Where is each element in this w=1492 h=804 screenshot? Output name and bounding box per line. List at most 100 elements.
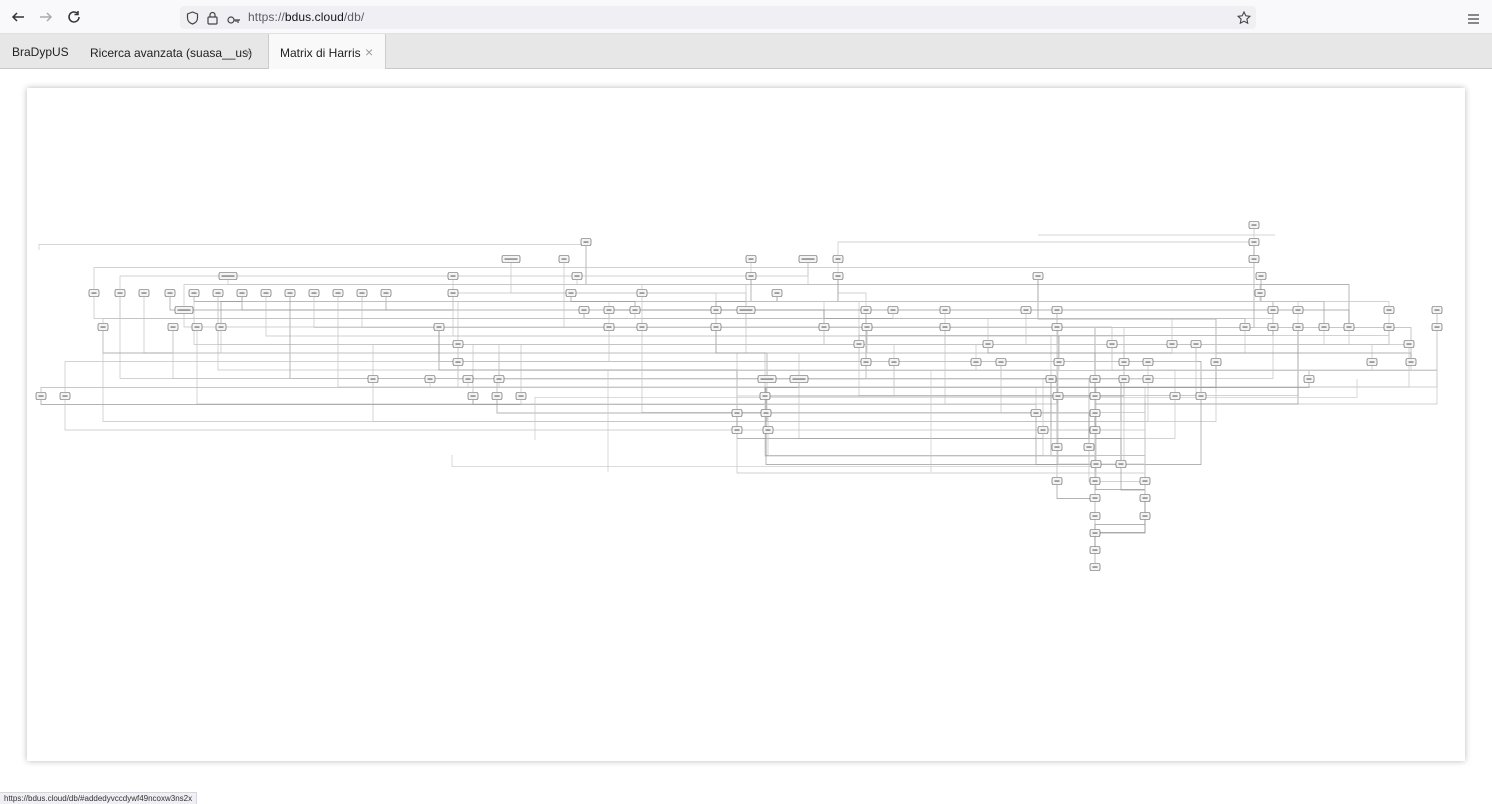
us-node-label	[1086, 446, 1092, 448]
matrix-edge	[496, 366, 1149, 392]
matrix-edge	[715, 331, 768, 375]
status-bar-link: https://bdus.cloud/db/#addedyvccdywf49nc…	[0, 792, 198, 804]
us-node-label	[1055, 395, 1061, 397]
us-node-label	[1406, 343, 1412, 345]
us-node-label	[1054, 446, 1060, 448]
us-node-label	[1258, 275, 1264, 277]
us-node-label	[765, 429, 771, 431]
us-node-label	[801, 258, 815, 260]
matrix-edge	[1094, 502, 1146, 563]
matrix-edge	[452, 297, 1052, 375]
matrix-edge	[520, 400, 1037, 409]
matrix-edge	[608, 314, 825, 323]
us-node-label	[581, 309, 587, 311]
matrix-edge	[451, 455, 1097, 468]
tab-matrix-di-harris[interactable]: Matrix di Harris ×	[268, 34, 386, 70]
matrix-edge	[576, 280, 643, 289]
us-node-label	[863, 309, 869, 311]
matrix-edge	[736, 348, 1410, 426]
us-node-label	[91, 292, 97, 294]
matrix-edge	[607, 327, 1438, 472]
us-node-label	[1092, 515, 1098, 517]
matrix-edge	[1042, 434, 1058, 443]
back-arrow-icon[interactable]	[9, 8, 27, 26]
matrix-edge	[1088, 434, 1096, 443]
us-node-label	[1142, 480, 1148, 482]
matrix-edge	[745, 297, 1261, 306]
close-icon[interactable]: ×	[244, 44, 253, 60]
us-node-label	[734, 412, 740, 414]
matrix-edge	[64, 400, 1122, 460]
us-node-label	[942, 309, 948, 311]
matrix-edge	[40, 383, 469, 392]
matrix-edge	[102, 314, 636, 323]
us-node-label	[1092, 480, 1098, 482]
matrix-edge	[766, 383, 1122, 460]
us-node-label	[891, 361, 897, 363]
tab-ricerca-avanzata[interactable]: Ricerca avanzata (suasa__us) ×	[78, 34, 268, 69]
close-icon[interactable]: ×	[365, 44, 374, 60]
us-node-label	[639, 292, 645, 294]
matrix-edge	[498, 348, 1197, 375]
us-node-label	[835, 258, 841, 260]
us-node-label	[1092, 566, 1098, 568]
us-node-label	[450, 292, 456, 294]
lock-icon[interactable]	[207, 10, 218, 29]
app-title[interactable]: BraDypUS	[12, 45, 69, 59]
harris-matrix-graph[interactable]	[27, 88, 1465, 761]
us-node-label	[748, 258, 754, 260]
us-node-label	[574, 275, 580, 277]
us-node-label	[606, 309, 612, 311]
us-node-label	[455, 343, 461, 345]
us-node-label	[1193, 343, 1199, 345]
matrix-edge	[641, 297, 1125, 358]
us-node-label	[1434, 309, 1440, 311]
matrix-edge	[1056, 485, 1096, 512]
us-node-label	[1118, 463, 1124, 465]
bookmark-star-icon[interactable]	[1236, 10, 1252, 29]
url-text[interactable]: https://bdus.cloud/db/	[248, 10, 365, 24]
us-node-label	[518, 395, 524, 397]
us-node-label	[568, 292, 574, 294]
us-node-label	[1257, 292, 1263, 294]
us-node-label	[1295, 326, 1301, 328]
app-tab-bar: BraDypUS Ricerca avanzata (suasa__us) × …	[0, 34, 1492, 70]
us-node-label	[177, 309, 191, 311]
forward-arrow-icon[interactable]	[37, 8, 55, 26]
us-node-label	[359, 292, 365, 294]
us-node-label	[863, 361, 869, 363]
key-icon[interactable]	[227, 11, 241, 30]
matrix-edge	[1037, 280, 1217, 358]
us-node-label	[496, 378, 502, 380]
us-node-label	[1321, 326, 1327, 328]
us-node-label	[864, 326, 870, 328]
reload-icon[interactable]	[65, 8, 83, 26]
matrix-edge	[1120, 468, 1146, 512]
us-node-label	[1092, 549, 1098, 551]
matrix-edge	[767, 400, 1096, 426]
us-node-label	[1369, 361, 1375, 363]
shield-icon[interactable]	[186, 10, 199, 29]
us-node-label	[1142, 515, 1148, 517]
us-node-label	[1172, 395, 1178, 397]
us-node-label	[1092, 378, 1098, 380]
us-node-label	[1054, 326, 1060, 328]
url-bar[interactable]: https://bdus.cloud/db/	[180, 6, 1256, 29]
us-node-label	[311, 292, 317, 294]
us-node-label	[1054, 309, 1060, 311]
us-node-label	[38, 395, 44, 397]
us-node-label	[998, 361, 1004, 363]
us-node-label	[1092, 412, 1098, 414]
matrix-edge	[745, 314, 860, 340]
us-node-label	[1040, 429, 1046, 431]
us-node-label	[1145, 378, 1151, 380]
us-node-label	[504, 258, 518, 260]
hamburger-menu-icon[interactable]	[1467, 10, 1480, 29]
matrix-edge	[93, 246, 1255, 289]
us-node-label	[1054, 480, 1060, 482]
us-node-label	[821, 326, 827, 328]
us-node-label	[856, 343, 862, 345]
us-node-label	[1092, 497, 1098, 499]
matrix-edge	[457, 331, 1350, 358]
us-node-label	[1145, 361, 1151, 363]
